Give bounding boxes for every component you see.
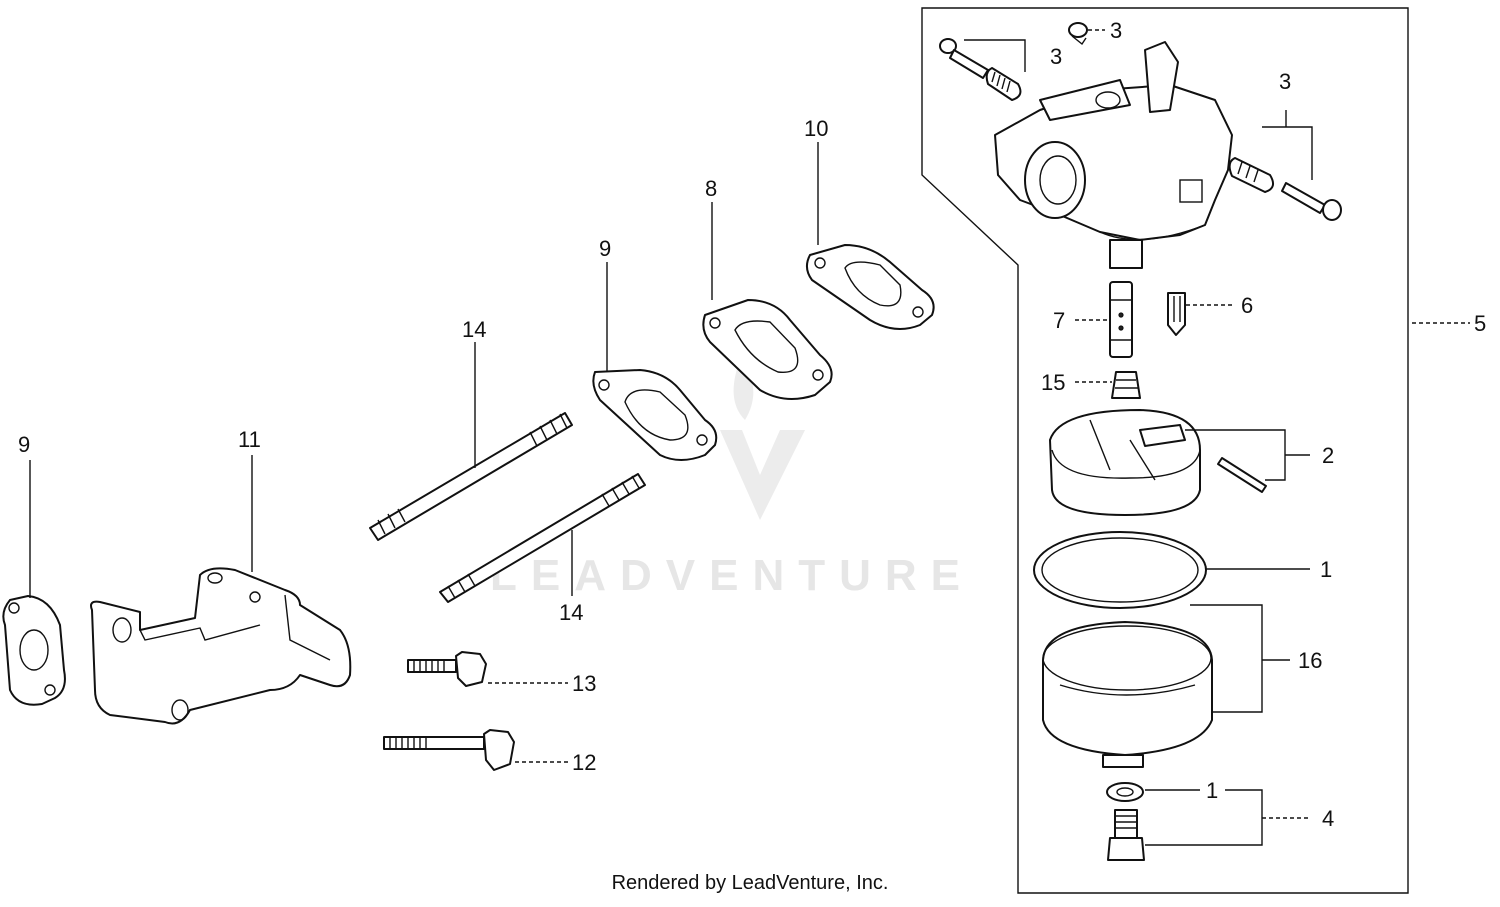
idle-screw-3-left: [939, 38, 1022, 101]
callout-4: 4: [1322, 806, 1334, 831]
callout-3-left: 3: [1050, 44, 1062, 69]
callout-5: 5: [1474, 311, 1486, 336]
float-pin-2: [1217, 457, 1267, 493]
callout-10: 10: [804, 116, 828, 141]
callout-12: 12: [572, 750, 596, 775]
callout-11: 11: [238, 427, 261, 452]
bolt-13: [407, 651, 487, 687]
footer-credit: Rendered by LeadVenture, Inc.: [611, 872, 889, 894]
watermark-text: LEADVENTURE: [490, 551, 974, 600]
callout-3-top: 3: [1110, 18, 1122, 43]
callout-14-top: 14: [462, 317, 486, 342]
callout-15: 15: [1041, 370, 1065, 395]
callout-16: 16: [1298, 648, 1322, 673]
gasket-9-middle: [592, 369, 718, 461]
bolt-12: [383, 729, 515, 771]
callout-8: 8: [705, 176, 717, 201]
callout-9-left: 9: [18, 432, 30, 457]
float-bowl-gasket-1: [1033, 531, 1207, 609]
float-2: [1049, 409, 1201, 516]
stud-14-lower: [439, 473, 646, 603]
main-nozzle-7: [1109, 281, 1133, 358]
float-chamber-16: [1042, 621, 1213, 768]
pilot-screw-3-top: [1068, 22, 1088, 46]
gasket-10: [806, 244, 935, 330]
callout-1-gasket: 1: [1320, 557, 1332, 582]
callout-14-bottom: 14: [559, 600, 583, 625]
callout-6: 6: [1241, 293, 1253, 318]
callout-9-middle: 9: [599, 236, 611, 261]
callout-7: 7: [1053, 308, 1065, 333]
gasket-9-left: [2, 595, 66, 706]
watermark-logo: LEADVENTURE: [490, 360, 974, 600]
drain-bolt-4: [1107, 809, 1145, 861]
callout-2: 2: [1322, 443, 1334, 468]
callout-1-washer: 1: [1206, 778, 1218, 803]
carburetor-body: [994, 41, 1233, 269]
intake-manifold-11: [90, 567, 352, 725]
washer-1: [1106, 782, 1144, 802]
throttle-screw-3-right: [1228, 157, 1342, 221]
leader-lines: [29, 29, 1470, 846]
insulator-8: [702, 299, 833, 400]
main-jet-15: [1111, 371, 1141, 399]
stud-14-upper: [369, 412, 573, 541]
float-valve-6: [1167, 292, 1186, 336]
callout-13: 13: [572, 671, 596, 696]
assembly-5-bracket: [921, 7, 1409, 894]
callout-3-right: 3: [1279, 69, 1291, 94]
